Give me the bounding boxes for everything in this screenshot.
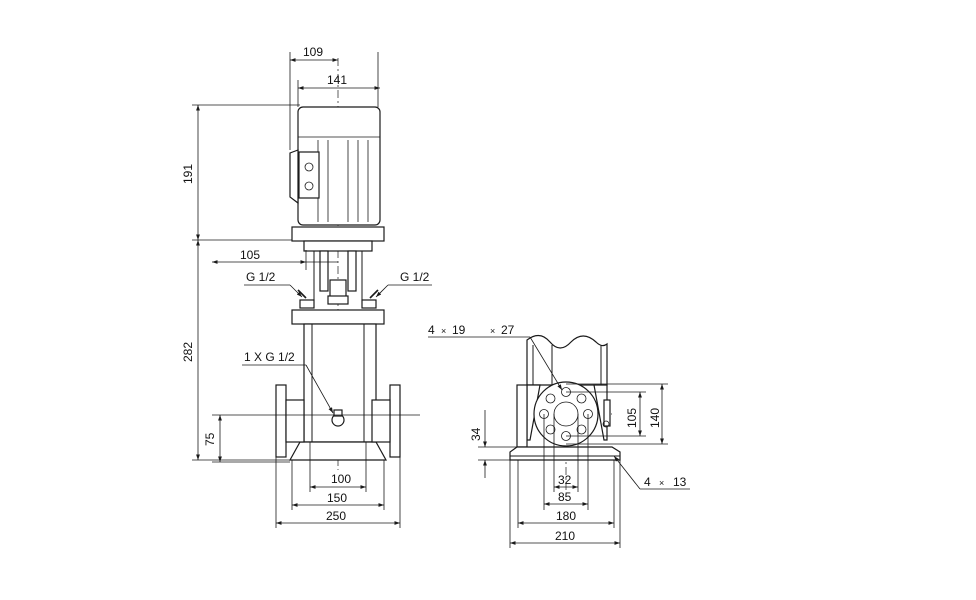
pump-base: [288, 441, 388, 461]
label-bolt-dia-b: 27: [501, 323, 515, 337]
label-bolt-times-a: ×: [441, 326, 446, 336]
pump-sleeve: [303, 323, 377, 443]
dim-75: 75: [203, 432, 217, 446]
dim-100: 100: [331, 472, 351, 486]
dim-85: 85: [558, 490, 572, 504]
label-bolt-times-b: ×: [490, 326, 495, 336]
front-view: 109 141 191 282 105 G 1/2 G 1/2 1 X G 1/…: [181, 45, 432, 528]
dim-105-side: 105: [625, 408, 639, 428]
label-drain: 1 X G 1/2: [244, 350, 295, 364]
dim-105-front: 105: [240, 248, 260, 262]
port-flanges: [275, 384, 401, 458]
coupling: [297, 250, 379, 309]
dim-140: 140: [648, 408, 662, 428]
dim-250: 250: [326, 509, 346, 523]
dim-282: 282: [181, 342, 195, 362]
dim-210: 210: [555, 529, 575, 543]
dim-180: 180: [556, 509, 576, 523]
label-vent-left: G 1/2: [246, 270, 276, 284]
label-foot-hole-dia: 13: [673, 475, 687, 489]
dim-32: 32: [558, 473, 572, 487]
flange-outer: [533, 381, 599, 447]
label-bolt-dia-a: 19: [452, 323, 466, 337]
pump-head: [291, 309, 385, 325]
label-foot-hole-count: 4: [644, 475, 651, 489]
dim-150: 150: [327, 491, 347, 505]
label-foot-hole-times: ×: [659, 478, 664, 488]
base-plate: [509, 446, 621, 461]
label-bolt-count-a: 4: [428, 323, 435, 337]
dim-141: 141: [327, 73, 347, 87]
dim-191: 191: [181, 164, 195, 184]
label-vent-right: G 1/2: [400, 270, 430, 284]
motor: [289, 106, 385, 252]
dim-109: 109: [303, 45, 323, 59]
dim-34: 34: [469, 427, 483, 441]
side-view: 4 × 19 × 27 34 105 140 32 85 180: [428, 323, 690, 548]
